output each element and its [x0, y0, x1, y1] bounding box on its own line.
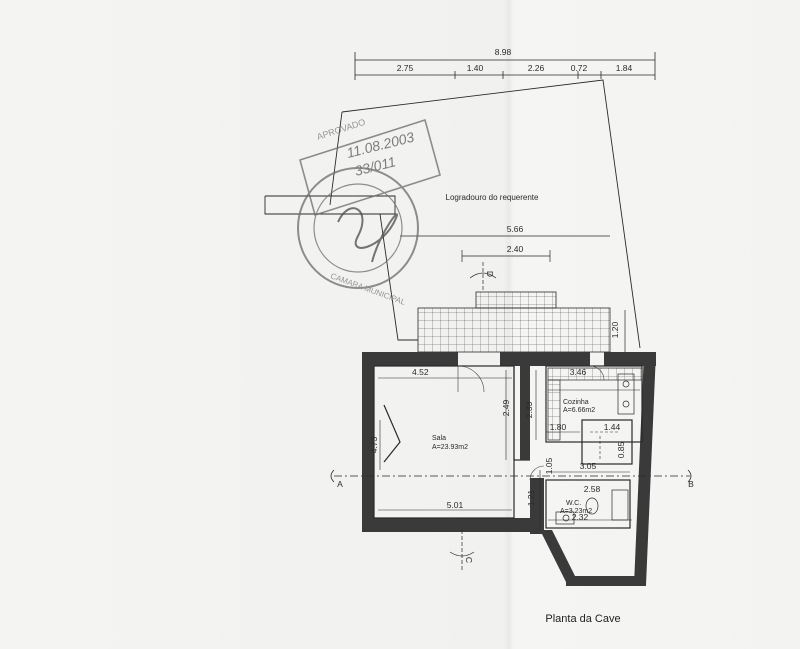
- sala-name: Sala: [432, 435, 446, 442]
- section-b-label: B: [688, 479, 694, 489]
- cozinha-name: Cozinha: [563, 399, 589, 406]
- section-c-marker: [449, 530, 475, 570]
- terrace-depth-label: 1.20: [610, 321, 620, 338]
- kitchen-fixtures: [547, 367, 643, 441]
- wc-area: A=3.23m2: [560, 508, 592, 515]
- interior-walls: [373, 365, 643, 529]
- stamp-seal-bottom: CAMARA MUNICIPAL: [329, 271, 407, 307]
- wc-width-dim: 2.32: [572, 512, 589, 522]
- section-ab-line: [330, 469, 692, 483]
- overall-width-label: 8.98: [495, 47, 512, 57]
- top-dimension-chain: [354, 52, 656, 80]
- cozinha-area: A=6.66m2: [563, 407, 595, 414]
- stair-width-label: 2.40: [507, 244, 524, 254]
- drawing-title: Planta da Cave: [545, 613, 620, 625]
- approval-stamp: 11.08.2003 33/011 APROVADO CAMARA MUNICI…: [297, 117, 441, 307]
- terrace-tiles: [417, 307, 611, 353]
- corridor-height-dim: 1.05: [544, 457, 554, 474]
- section-d-marker: [469, 262, 497, 290]
- interior-dimension-lines: [378, 370, 640, 530]
- yard-label: Logradouro do requerente: [446, 193, 540, 202]
- sala-height-dim: 4.73: [369, 436, 379, 453]
- top-dim-5: 1.84: [616, 63, 633, 73]
- top-dim-1: 2.75: [397, 63, 414, 73]
- section-d-label: D: [485, 271, 495, 277]
- sala-bottom-dim: 5.01: [447, 500, 464, 510]
- wc-name: W.C.: [566, 500, 581, 507]
- closet-height-dim: 0.85: [616, 441, 626, 458]
- entry-steps: [475, 291, 557, 309]
- wc-top-dim: 2.58: [584, 484, 601, 494]
- partition-wall: [520, 366, 530, 460]
- cozinha-top-dim: 3.46: [570, 367, 587, 377]
- sala-top-dim: 4.52: [412, 367, 429, 377]
- top-dim-2: 1.40: [467, 63, 484, 73]
- cozinha-height-dim: 2.33: [524, 401, 534, 418]
- closet-dashes: [590, 431, 620, 460]
- exterior-walls: [362, 352, 656, 586]
- wc-fixtures: [555, 489, 629, 525]
- closet-width-dim: 1.44: [604, 422, 621, 432]
- yard-width-label: 5.66: [507, 224, 524, 234]
- section-c-label: C: [464, 557, 474, 563]
- sala-area: A=23.93m2: [432, 444, 468, 451]
- top-dim-3: 2.26: [528, 63, 545, 73]
- hall-height-dim: 2.49: [501, 399, 511, 416]
- corridor-width-dim: 3.05: [580, 461, 597, 471]
- section-a-label: A: [337, 479, 343, 489]
- top-dim-4: 0.72: [571, 63, 588, 73]
- yard-dimension-lines: [400, 235, 610, 262]
- wc-left-dim: 1.21: [526, 489, 536, 506]
- signature-scribble: [337, 207, 399, 263]
- yard-boundary: [264, 79, 641, 349]
- cozinha-width-dim: 1.80: [550, 422, 567, 432]
